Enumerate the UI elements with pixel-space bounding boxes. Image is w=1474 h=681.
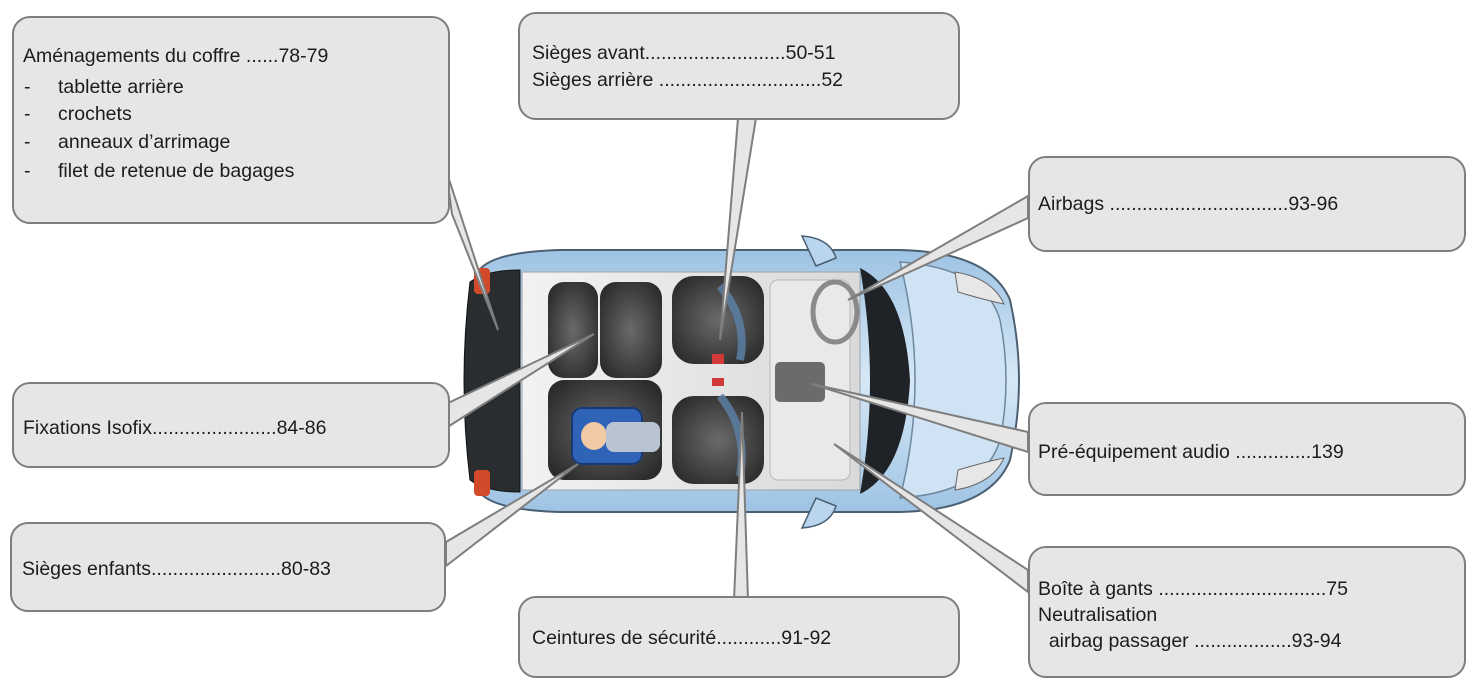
coffre-dash-4: - bbox=[24, 160, 31, 182]
sieges-arriere-line: Sièges arrière .........................… bbox=[532, 69, 844, 91]
seat-buckle-left bbox=[712, 354, 724, 364]
child-head bbox=[581, 422, 607, 450]
rear-bench-back-right bbox=[600, 282, 662, 378]
pointer-sieges bbox=[719, 117, 758, 341]
child-body bbox=[606, 422, 660, 452]
coffre-dash-2: - bbox=[24, 103, 31, 125]
mirror-bottom bbox=[800, 497, 837, 529]
headlight-bottom bbox=[954, 457, 1005, 491]
isofix-line: Fixations Isofix.......................8… bbox=[23, 417, 327, 439]
pointer-audio bbox=[811, 383, 1029, 454]
enfants-line: Sièges enfants........................80… bbox=[22, 558, 331, 580]
coffre-item-1: tablette arrière bbox=[58, 76, 184, 98]
tail-light-bottom bbox=[474, 470, 490, 496]
callout-audio bbox=[1028, 402, 1466, 496]
pointer-gants bbox=[833, 443, 1029, 595]
gants-line-2: Neutralisation bbox=[1038, 604, 1158, 626]
pointer-isofix bbox=[445, 333, 595, 430]
callout-ceintures bbox=[518, 596, 960, 678]
coffre-dash-1: - bbox=[24, 76, 31, 98]
audio-line: Pré-équipement audio ..............139 bbox=[1038, 441, 1344, 463]
pointer-ceintures bbox=[732, 411, 750, 601]
headlight-top bbox=[954, 271, 1005, 305]
pointer-enfants bbox=[445, 463, 579, 569]
pointer-coffre bbox=[445, 169, 499, 331]
airbags-line: Airbags ................................… bbox=[1038, 193, 1339, 215]
gants-line-3: airbag passager ..................93-94 bbox=[1038, 630, 1342, 652]
ceintures-line: Ceintures de sécurité............91-92 bbox=[532, 627, 832, 649]
seat-buckle-right bbox=[712, 378, 724, 386]
callout-coffre bbox=[12, 16, 450, 224]
center-console bbox=[775, 362, 825, 402]
steering-wheel bbox=[810, 279, 860, 345]
coffre-item-2: crochets bbox=[58, 103, 132, 125]
coffre-item-3: anneaux d’arrimage bbox=[58, 131, 231, 153]
callout-enfants bbox=[10, 522, 446, 612]
callout-airbags bbox=[1028, 156, 1466, 252]
coffre-dash-3: - bbox=[24, 131, 31, 153]
coffre-heading: Aménagements du coffre ......78-79 bbox=[23, 45, 329, 67]
pointer-airbags bbox=[847, 194, 1029, 301]
windscreen bbox=[860, 268, 910, 494]
mirror-top bbox=[800, 235, 837, 267]
gants-line-1: Boîte à gants ..........................… bbox=[1038, 578, 1348, 600]
sieges-avant-line: Sièges avant..........................50… bbox=[532, 42, 836, 64]
coffre-item-4: filet de retenue de bagages bbox=[58, 160, 295, 182]
callout-gants bbox=[1028, 546, 1466, 678]
callout-sieges bbox=[518, 12, 960, 120]
callout-isofix bbox=[12, 382, 450, 468]
